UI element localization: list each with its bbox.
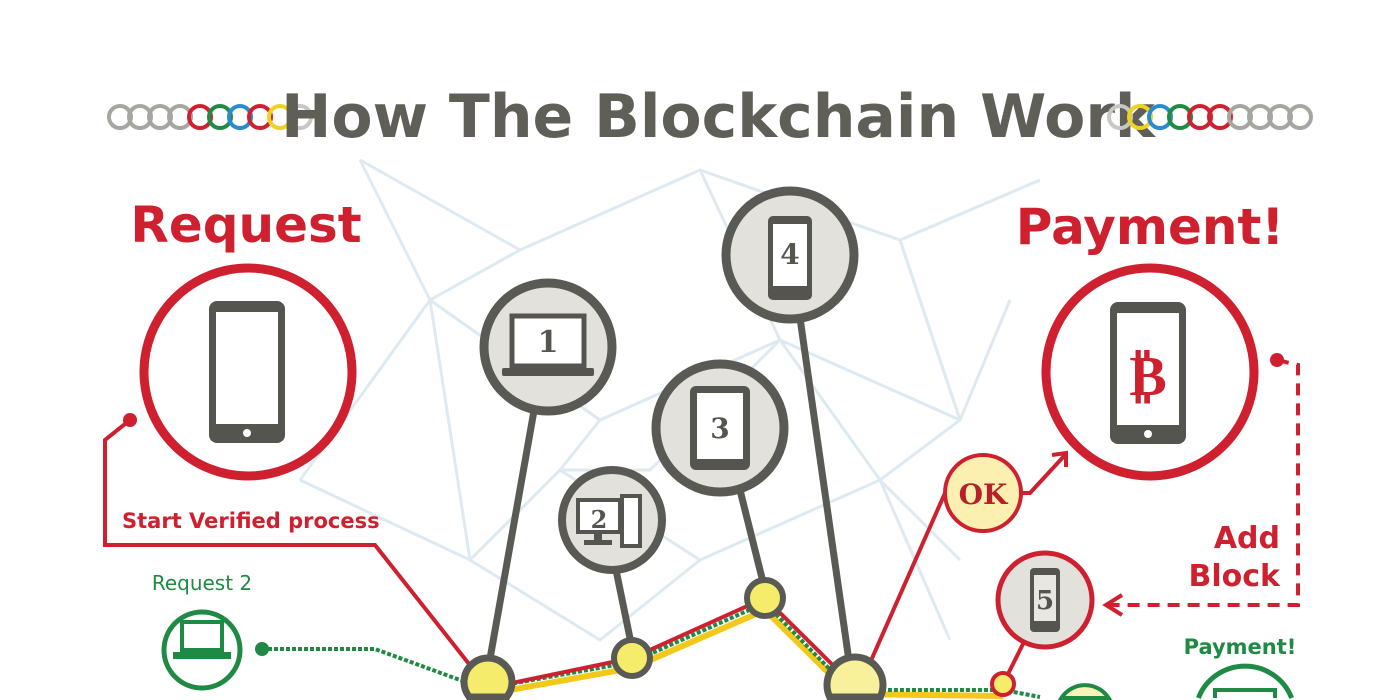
bitcoin-icon: ₿	[1129, 343, 1166, 409]
laptop-icon	[502, 313, 594, 376]
payment-dot	[1270, 353, 1284, 367]
start-verified-label: Start Verified process	[122, 509, 380, 533]
yellow-chain-path	[487, 606, 1004, 699]
phone-icon	[768, 216, 812, 300]
add-block-dashed-path	[1108, 358, 1300, 607]
tablet-icon	[690, 386, 750, 470]
junctions	[460, 577, 1113, 700]
desktop-computer-icon	[576, 494, 642, 548]
node-5-label: 5	[1036, 586, 1054, 616]
ok-to-payment-arrow	[1021, 453, 1067, 495]
node-2-label: 2	[591, 505, 608, 534]
page-title: How The Blockchain Work	[281, 82, 1157, 152]
request2-start-dot	[255, 642, 269, 656]
ok-label: OK	[959, 478, 1009, 511]
add-block-label-line1: Add	[1214, 521, 1280, 556]
node-1-label: 1	[538, 325, 559, 360]
arrowhead-icon	[1051, 450, 1068, 467]
node-3-label: 3	[710, 412, 729, 445]
ok-badge	[943, 453, 1023, 533]
request-start-dot	[123, 413, 137, 427]
chain-left-icon	[107, 104, 313, 130]
laptop-icon	[1213, 688, 1277, 698]
node-4-label: 4	[780, 238, 799, 271]
add-block-label-line2: Block	[1189, 559, 1282, 594]
payment2-heading: Payment!	[1184, 635, 1297, 659]
chain-right-icon	[1107, 104, 1313, 130]
phone-icon	[1110, 302, 1186, 444]
node-stems	[484, 314, 854, 674]
laptop-icon	[173, 620, 231, 659]
phone-icon	[209, 301, 285, 443]
payment-heading: Payment!	[1016, 198, 1284, 256]
request2-heading: Request 2	[152, 571, 252, 595]
arrowhead-left-icon	[1102, 593, 1124, 617]
phone-icon	[1030, 568, 1060, 632]
request-heading: Request	[130, 196, 361, 254]
